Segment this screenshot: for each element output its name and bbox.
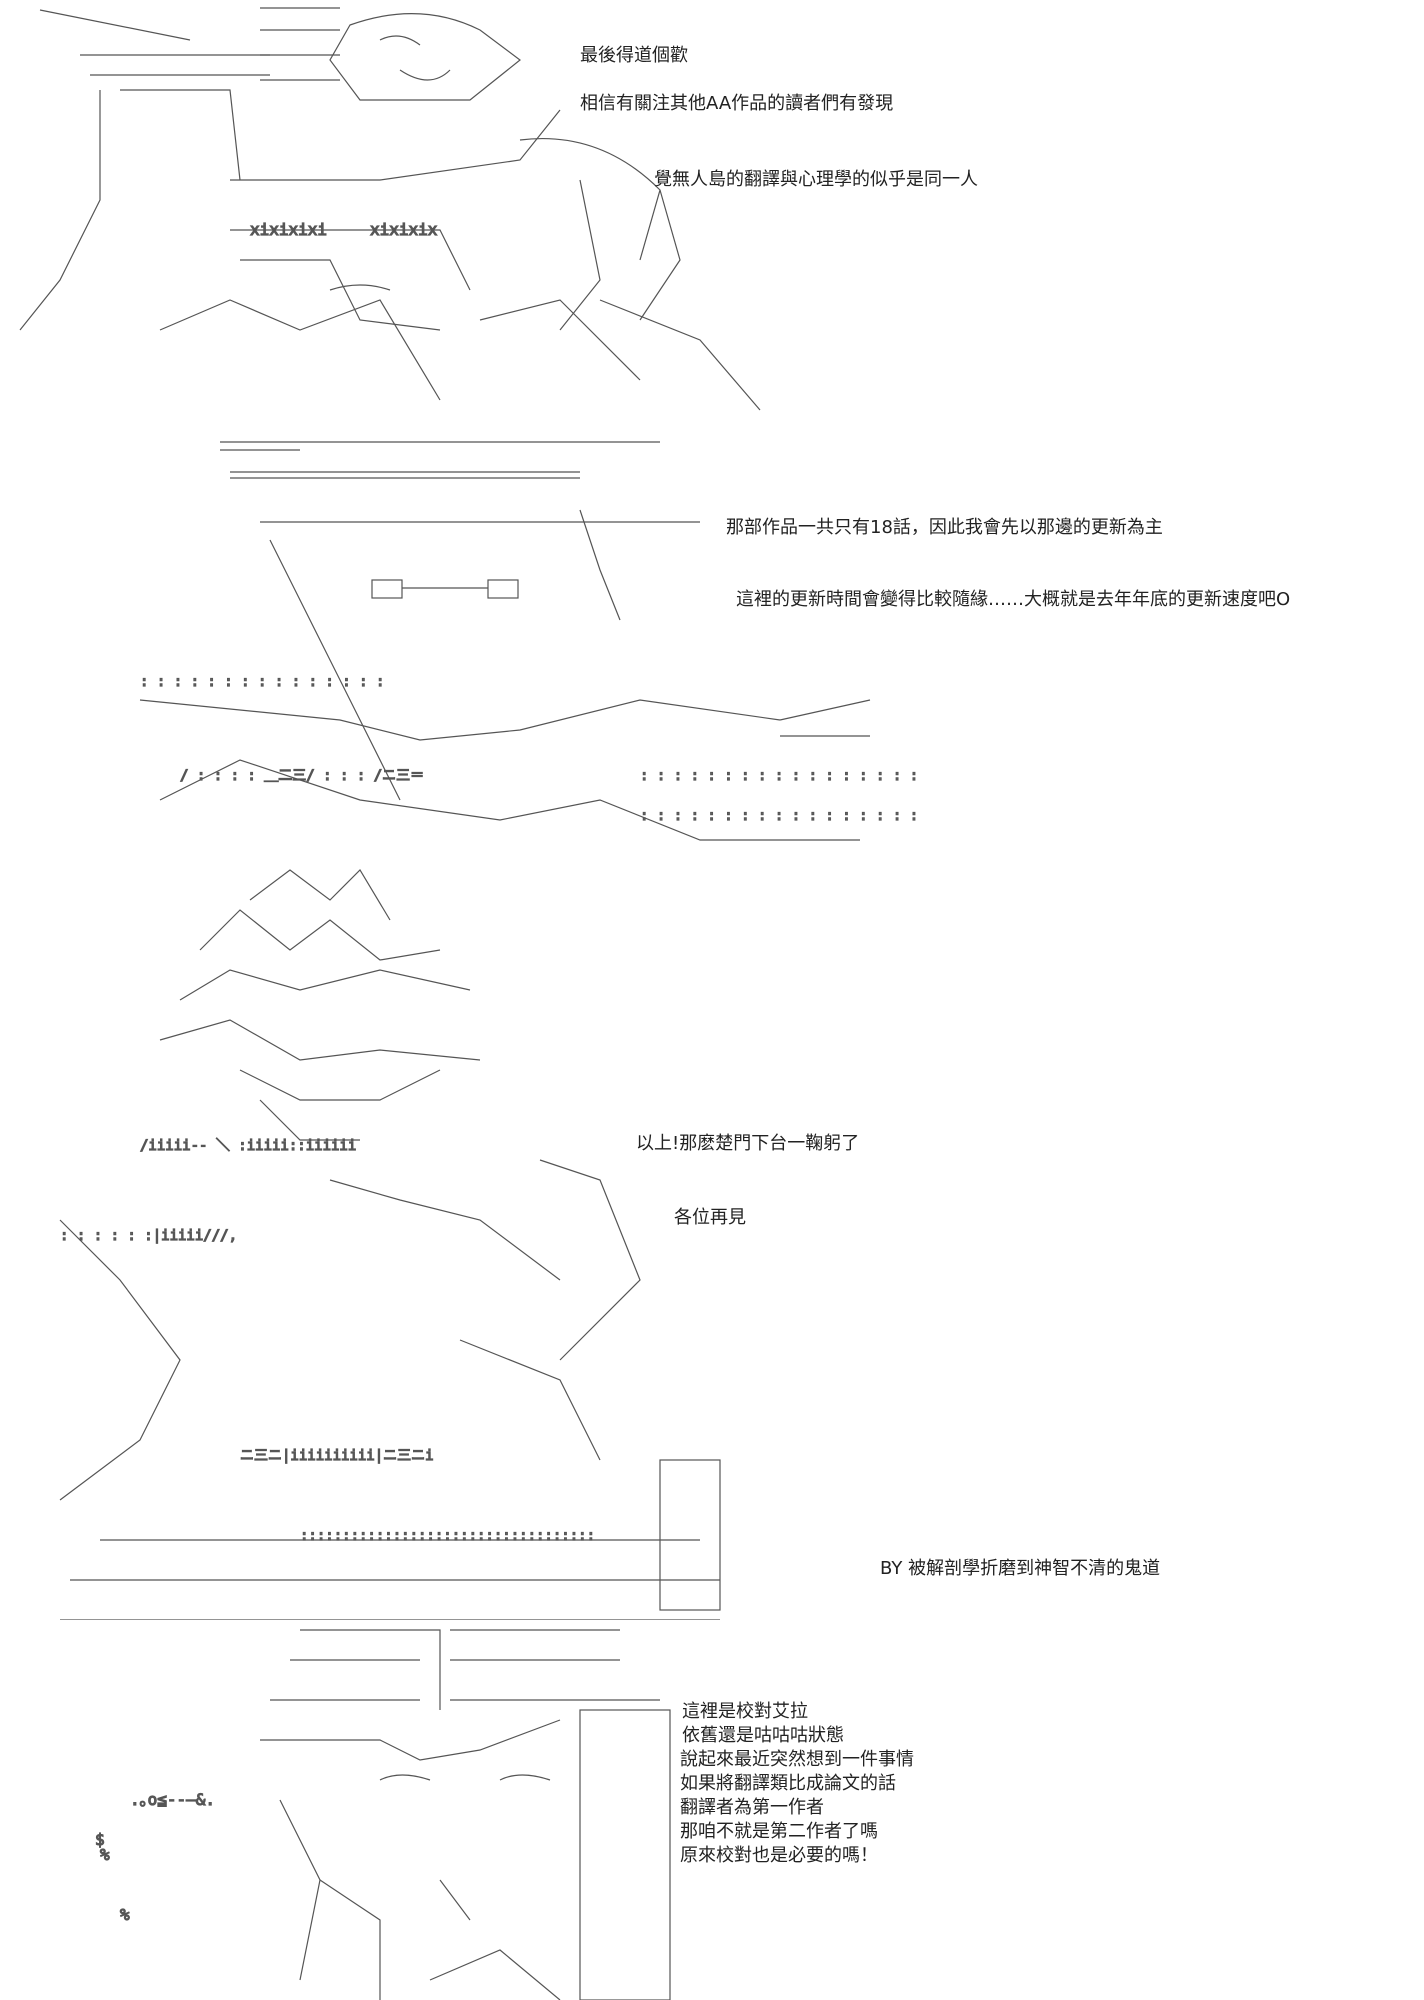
svg-text:%: % — [120, 1905, 130, 1924]
panel-1: xixixixi xixixix 最後得道個歡 相信有關注其他AA作品的讀者們有… — [0, 0, 1424, 420]
svg-text:: : : : : :|iiiii///,: : : : : : :|iiiii///, — [60, 1228, 237, 1244]
author-credit: BY 被解剖學折磨到神智不清的鬼道 — [880, 1558, 1161, 1579]
dialogue-line: 那部作品一共只有18話，因此我會先以那邊的更新為主 — [726, 517, 1163, 538]
svg-text:xixixixi: xixixixi — [250, 220, 327, 239]
dialogue-line: 最後得道個歡 — [580, 45, 688, 66]
svg-text:: : : : : : : : : : : : : : :: : : : : : : : : : : : : : : : : : — [640, 768, 918, 784]
dialogue-line: 以上!那麽楚門下台一鞠躬了 — [636, 1133, 860, 1154]
dialogue-line: 覺無人島的翻譯與心理學的似乎是同一人 — [654, 169, 978, 190]
panel-4: .｡o≦--―&. % % $ 這裡是校對艾拉 依舊還是咕咕咕狀態 說起來最近突… — [0, 1620, 1424, 2000]
ascii-art-figure-3: /iiiii-- ＼ :iiiii::iiiiii : : : : : :|ii… — [59, 869, 721, 1620]
svg-text:::::::::::::::::::::::::::::::: ::::::::::::::::::::::::::::::::::: — [300, 1528, 595, 1544]
svg-text:.｡o≦--―&.: .｡o≦--―&. — [130, 1790, 215, 1809]
ascii-art-figure-4: .｡o≦--―&. % % $ — [94, 1629, 671, 2000]
svg-text:$: $ — [95, 1830, 105, 1849]
svg-text:: : : : : : : : : : : : : : :: : : : : : : : : : : : : : : : — [140, 674, 384, 690]
ascii-art-figure-1: xixixixi xixixix — [19, 7, 761, 411]
dialogue-line: 翻譯者為第一作者 — [680, 1797, 824, 1818]
dialogue-line: 如果將翻譯類比成論文的話 — [680, 1773, 896, 1794]
svg-text:: : : : : : : : : : : : : : :: : : : : : : : : : : : : : : : : : — [640, 808, 918, 824]
ascii-art-figure-2: : : : : : : : : : : : : : : : / : : : : … — [139, 441, 919, 841]
panel-3: /iiiii-- ＼ :iiiii::iiiiii : : : : : :|ii… — [0, 860, 1424, 1620]
svg-text:/iiiii-- ＼ :iiiii::iiiiii: /iiiii-- ＼ :iiiii::iiiiii — [140, 1138, 356, 1154]
svg-text:%: % — [100, 1845, 110, 1864]
dialogue-line: 這裡是校對艾拉 — [682, 1701, 808, 1722]
svg-text:/ : : : : ＿二三/ : : : /ニ三＝: / : : : : ＿二三/ : : : /ニ三＝ — [180, 768, 424, 784]
svg-text:xixixix: xixixix — [370, 220, 438, 239]
dialogue-line: 相信有關注其他AA作品的讀者們有發現 — [580, 93, 894, 114]
dialogue-line: 說起來最近突然想到一件事情 — [680, 1749, 914, 1770]
svg-text:ニ三ニ|iiiiiiiiii|ニ三ニi: ニ三ニ|iiiiiiiiii|ニ三ニi — [240, 1448, 434, 1464]
dialogue-line: 原來校對也是必要的嗎！ — [680, 1845, 878, 1866]
dialogue-line: 各位再見 — [674, 1207, 746, 1228]
dialogue-line: 那咱不就是第二作者了嗎 — [680, 1821, 878, 1842]
panel-2: : : : : : : : : : : : : : : : / : : : : … — [0, 420, 1424, 860]
dialogue-line: 這裡的更新時間會變得比較隨緣……大概就是去年年底的更新速度吧O — [736, 589, 1291, 610]
dialogue-line: 依舊還是咕咕咕狀態 — [682, 1725, 844, 1746]
